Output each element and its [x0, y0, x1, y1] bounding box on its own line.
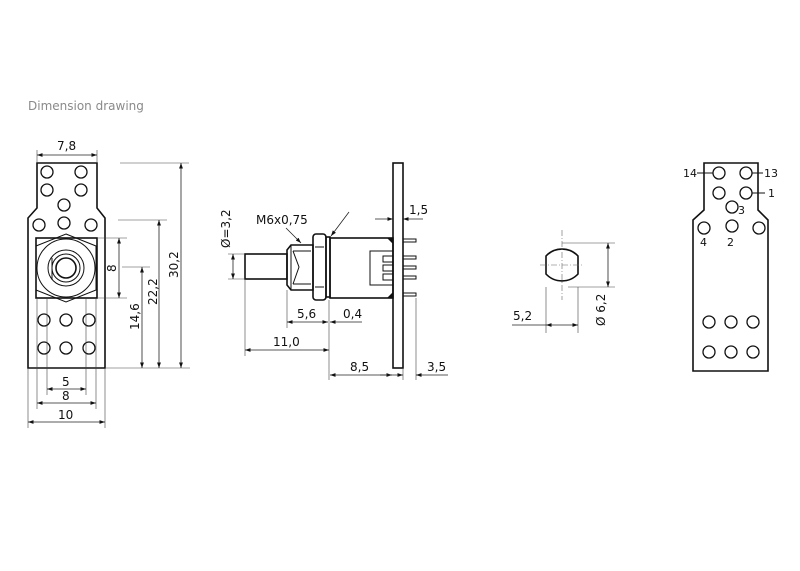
dim-shaft-length: 11,0: [273, 335, 300, 349]
dim-shaft-diameter: Ø=3,2: [219, 209, 233, 248]
dim-bushing-length: 5,6: [297, 307, 316, 321]
dim-pin-length: 3,5: [427, 360, 446, 374]
dim-nut-height: 8: [105, 264, 119, 272]
pcb-footprint: 14 13 1 3 4 2: [683, 162, 778, 372]
pin-label-3: 3: [738, 204, 745, 217]
page-title: Dimension drawing: [28, 99, 144, 113]
dim-cutout-flat-width: 5,2: [513, 309, 532, 323]
pin-label-4: 4: [700, 236, 707, 249]
dim-shoulder-height: 22,2: [146, 278, 160, 305]
dim-cutout-diameter: Ø 6,2: [594, 294, 608, 326]
pin-label-14: 14: [683, 167, 697, 180]
pin-label-1: 1: [768, 187, 775, 200]
dim-mid-width: 8: [62, 389, 70, 403]
side-view: Ø=3,2 M6x0,75 1,5 5,6 0,4 11,0 8,5 3,5: [219, 162, 448, 380]
dim-total-width: 10: [58, 408, 73, 422]
dim-thread: M6x0,75: [256, 213, 308, 227]
dim-washer: 0,4: [343, 307, 362, 321]
pin-label-2: 2: [727, 236, 734, 249]
dim-top-width: 7,8: [57, 139, 76, 153]
dim-body-length: 8,5: [350, 360, 369, 374]
dim-total-height: 30,2: [167, 251, 181, 278]
front-view: 7,8 5 8 10 8 14,6 22,2 30,2: [27, 139, 190, 428]
dim-shaft-center-height: 14,6: [128, 303, 142, 330]
pin-label-13: 13: [764, 167, 778, 180]
dim-pcb-thickness: 1,5: [409, 203, 428, 217]
panel-cutout: Ø 6,2 5,2: [512, 230, 615, 333]
dim-inner-width: 5: [62, 375, 70, 389]
